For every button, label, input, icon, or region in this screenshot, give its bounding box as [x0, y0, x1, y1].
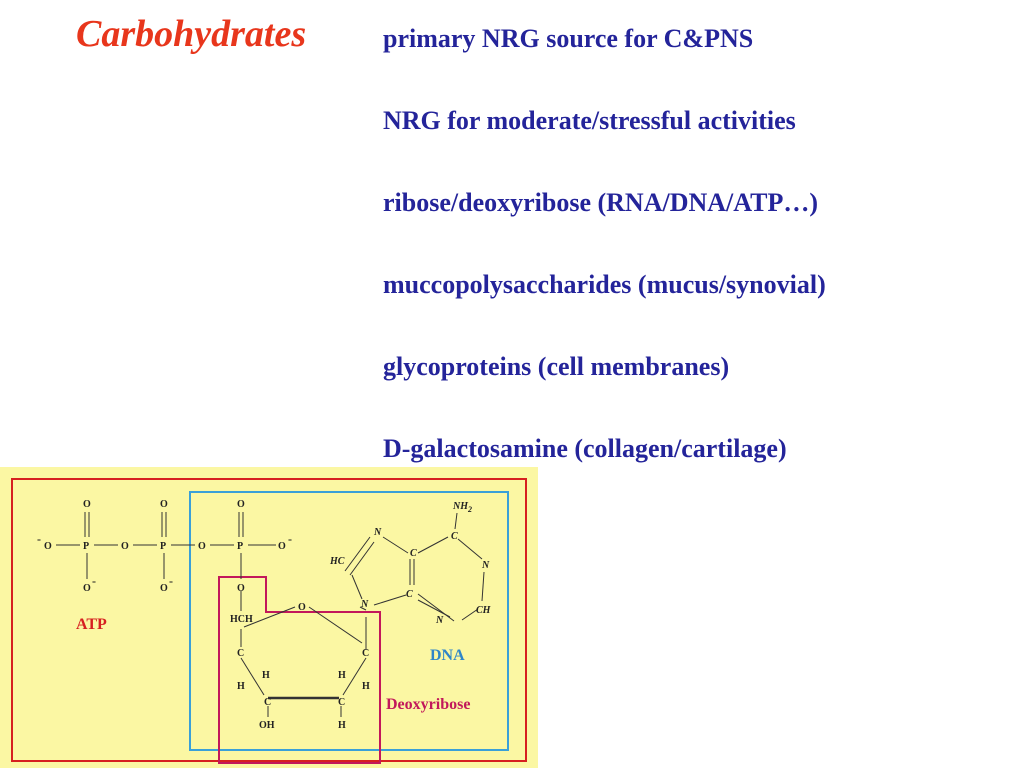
- atom-hch: HCH: [230, 614, 253, 625]
- atom-nh: NH2: [452, 501, 472, 514]
- atom-h: H: [237, 681, 245, 692]
- atp-label: ATP: [76, 616, 107, 633]
- atom-hc: HC: [329, 556, 345, 567]
- atom-h: H: [338, 720, 346, 731]
- atom-oh: OH: [259, 720, 275, 731]
- atom-h: H: [338, 670, 346, 681]
- atom-o: O: [83, 499, 91, 510]
- charge-minus: -: [37, 532, 41, 546]
- atom-c: C: [338, 697, 345, 708]
- atom-c: C: [451, 531, 458, 542]
- atom-c: C: [410, 548, 417, 559]
- atom-c: C: [362, 648, 369, 659]
- atp-box: [11, 478, 527, 762]
- atom-o: O: [237, 499, 245, 510]
- base-atoms: NH2 N C HC C N C N CH N: [329, 501, 492, 626]
- atp-structure-diagram: O O O - O P O P O P O - O - O - O HCH O …: [11, 478, 527, 764]
- atom-o: O: [83, 583, 91, 594]
- atom-c: C: [237, 648, 244, 659]
- atom-n: N: [481, 560, 490, 571]
- dna-box: [189, 491, 509, 751]
- deoxyribose-box: [218, 576, 381, 764]
- atom-n: N: [360, 599, 369, 610]
- bullet-item: muccopolysaccharides (mucus/synovial): [383, 270, 826, 299]
- bullet-list: primary NRG source for C&PNS NRG for mod…: [383, 22, 826, 514]
- bullet-item: glycoproteins (cell membranes): [383, 352, 730, 381]
- atom-c: C: [406, 589, 413, 600]
- dna-label: DNA: [430, 647, 465, 664]
- atom-o: O: [298, 602, 306, 613]
- atom-o: O: [121, 541, 129, 552]
- atom-p: P: [237, 541, 243, 552]
- bullet-item: D-galactosamine (collagen/cartilage): [383, 434, 787, 463]
- charge-minus: -: [288, 532, 292, 546]
- atom-n: N: [373, 527, 382, 538]
- bullet-item: ribose/deoxyribose (RNA/DNA/ATP…): [383, 188, 818, 217]
- atom-o: O: [160, 499, 168, 510]
- atom-h: H: [362, 681, 370, 692]
- atom-p: P: [83, 541, 89, 552]
- atom-o: O: [237, 583, 245, 594]
- atom-o: O: [44, 541, 52, 552]
- atp-structure-figure: O O O - O P O P O P O - O - O - O HCH O …: [0, 467, 538, 768]
- slide-title: Carbohydrates: [76, 13, 307, 55]
- phosphate-bonds: [56, 512, 485, 717]
- sugar-atoms: HCH O C C H H H H C C OH H: [230, 602, 370, 731]
- atom-o: O: [160, 583, 168, 594]
- atom-n: N: [435, 615, 444, 626]
- atom-o: O: [198, 541, 206, 552]
- atom-p: P: [160, 541, 166, 552]
- charge-minus: -: [92, 574, 96, 588]
- bullet-item: primary NRG source for C&PNS: [383, 24, 754, 53]
- charge-minus: -: [169, 574, 173, 588]
- phosphate-atoms: O O O - O P O P O P O - O - O - O: [37, 499, 292, 594]
- atom-ch: CH: [476, 605, 492, 616]
- deoxyribose-label: Deoxyribose: [386, 696, 470, 713]
- atom-h: H: [262, 670, 270, 681]
- atom-o: O: [278, 541, 286, 552]
- atom-c: C: [264, 697, 271, 708]
- bullet-item: NRG for moderate/stressful activities: [383, 106, 796, 135]
